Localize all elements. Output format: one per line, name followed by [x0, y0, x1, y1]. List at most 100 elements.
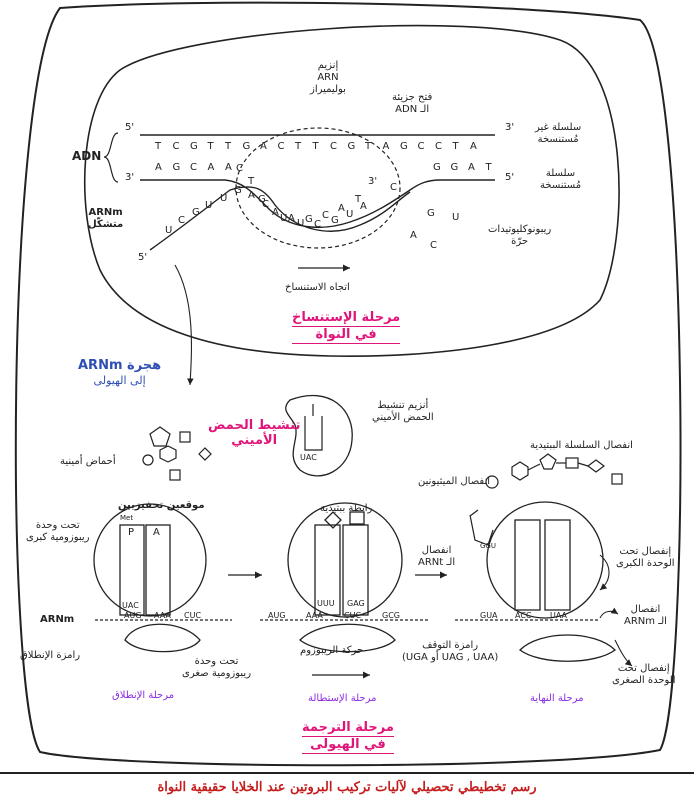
arn-base-letter: U: [220, 193, 228, 204]
template-base-letter: A: [288, 213, 295, 224]
initiation-codon: AUG: [124, 611, 142, 620]
translation-title-line2: في الهيولى: [302, 737, 394, 754]
translation-stage-title: مرحلة الترجمة في الهيولى: [302, 720, 394, 754]
catalytic-sites-label: موقعين تحفيزيين: [118, 500, 205, 511]
template-strand-label: سلسلة مُستنسخة: [540, 168, 581, 192]
dna-base-letter: C: [190, 162, 197, 173]
dna-base-letter: T: [485, 162, 492, 173]
amino-acid-square: [179, 431, 191, 443]
dna-base-letter: A: [468, 162, 475, 173]
migration-arrow: [174, 264, 194, 386]
non-template-line2: مُستنسخة: [537, 134, 579, 145]
nucleotides-line1: ريبونوكليوتيدات: [488, 224, 552, 235]
termination-stage-label: مرحلة النهاية: [530, 693, 584, 704]
activation-title: تنشيط الحمض الأميني: [208, 418, 300, 448]
direction-label: اتجاه الاستنساخ: [285, 282, 350, 293]
elongation-stage-label: مرحلة الإستطالة: [308, 693, 377, 704]
activation-enzyme-line2: الحمض الأميني: [372, 412, 434, 423]
free-trna: [469, 509, 494, 546]
trna-anticodon: GGU: [480, 542, 496, 550]
template-line1: سلسلة: [545, 168, 576, 179]
migration-line1: هجرة ARNm: [78, 358, 162, 373]
top-3-end: 3': [505, 122, 515, 133]
adn-open-label: فتح جزيئة الـ ADN: [392, 92, 432, 116]
ribosome-termination: [486, 501, 616, 662]
met-release-label: انفصال الميثيونين: [418, 476, 491, 487]
template-base-letter: G: [305, 214, 313, 225]
large-subunit-line1: تحت وحدة: [35, 520, 80, 531]
termination-codon: GUA: [480, 611, 498, 620]
arn-base-letter: U: [205, 200, 213, 211]
elongation-codon: AAA: [306, 611, 323, 620]
dna-base-letter: G: [400, 141, 408, 152]
chain-release-label: انفصال السلسلة الببتيدية: [530, 440, 633, 451]
arnm-forming-label: ARNm متشكّل: [88, 207, 123, 231]
template-base-letter: T: [248, 176, 255, 187]
small-subunit-label: تحت وحدة ريبوزومية صغرى: [182, 656, 251, 680]
arnm-release-label: انفصال الـ ARNm: [624, 604, 667, 628]
activation-title-line2: الأميني: [231, 433, 278, 448]
dna-base-letter: G: [450, 162, 459, 173]
amino-acid-diamond: [198, 447, 212, 461]
stop-codon-line2: (UGA أو UAG , UAA): [402, 652, 499, 663]
dna-bottom-strand: [140, 179, 495, 228]
arn-base-letter: U: [346, 209, 354, 220]
arnm-release-line2: الـ ARNm: [624, 616, 667, 627]
arnm-label: ARNm: [40, 614, 75, 625]
dna-base-letter: A: [382, 141, 390, 152]
bottom-5-end: 5': [505, 172, 515, 183]
start-codon-label: رامزة الإنطلاق: [20, 650, 81, 661]
template-base-letter: C: [322, 210, 329, 221]
large-release-label: إنفصال تحت الوحدة الكبرى: [616, 546, 675, 570]
dna-base-letter: T: [365, 141, 372, 152]
termination-codon: ACC: [515, 611, 532, 620]
stop-codon-label: رامزة التوقف (UGA أو UAG , UAA): [402, 640, 498, 664]
template-base-letter: A: [272, 207, 279, 218]
adn-brace: [103, 132, 119, 183]
arn-base-letter: U: [297, 218, 305, 229]
template-base-letter: T: [355, 194, 362, 205]
trna-activation: [304, 404, 323, 451]
dna-base-letter: T: [312, 141, 319, 152]
termination-codon: UAA: [550, 611, 568, 620]
top-5-end: 5': [125, 122, 135, 133]
elongation-anticodon: GAG: [347, 599, 365, 608]
non-template-strand-label: سلسلة غير مُستنسخة: [535, 122, 581, 146]
transcription-title-line2: في النواة: [292, 327, 401, 344]
free-nucleotide-letter: C: [430, 240, 437, 251]
small-subunit-line2: ريبوزومية صغرى: [182, 668, 252, 679]
nucleotides-line2: حرّة: [511, 236, 529, 247]
released-peptide-chain: [511, 453, 623, 485]
polymerase-label: إنزيم ARN بوليميراز: [310, 60, 346, 96]
activation-enzyme-line1: أنزيم تنشيط: [377, 400, 429, 411]
arnm-forming-line1: ARNm: [88, 207, 123, 218]
elongation-codon: AUG: [268, 611, 286, 620]
small-release-line2: الوحدة الصغرى: [612, 675, 676, 686]
migration-label: هجرة ARNm إلى الهيولى: [78, 358, 161, 388]
activating-enzyme: [285, 394, 353, 477]
activation-title-line1: تنشيط الحمض: [208, 418, 301, 433]
dna-base-letter: T: [295, 141, 302, 152]
dna-base-letter: C: [172, 141, 180, 152]
met-released-icon: [485, 475, 499, 489]
trna-release-line2: الـ ARNt: [418, 557, 456, 568]
dna-base-letter: T: [225, 141, 232, 152]
translation-title-line1: مرحلة الترجمة: [302, 720, 394, 737]
peptide-bond-label: رابطة ببتيدية: [320, 503, 373, 514]
dna-base-letter: G: [242, 141, 251, 152]
arn-base-letter: G: [192, 207, 200, 218]
amino-acid-pentagon: [149, 426, 171, 447]
arn-base-letter: A: [248, 190, 255, 201]
arnm-3-end: 3': [368, 176, 378, 187]
ribosome-initiation: [93, 503, 207, 653]
template-base-letter: A: [338, 203, 345, 214]
dna-base-letter: G: [172, 162, 181, 173]
ribosome-elongation: [287, 502, 403, 653]
large-release-line1: إنفصال تحت: [619, 546, 672, 557]
large-release-arrow: [599, 554, 610, 591]
arnm-strand: [149, 186, 411, 251]
adn-open-line1: فتح جزيئة: [392, 92, 433, 103]
dna-base-letter: A: [225, 162, 232, 173]
template-line2: مُستنسخة: [540, 180, 582, 191]
arnm-forming-line2: متشكّل: [88, 219, 124, 230]
